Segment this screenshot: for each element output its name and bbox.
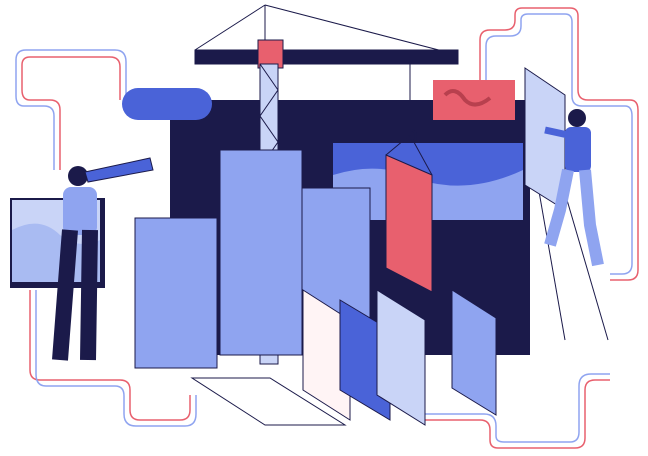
red-grid-panel <box>385 154 433 293</box>
worker-with-telescope <box>52 157 154 361</box>
capsule-device <box>122 88 212 120</box>
red-screen <box>433 80 515 120</box>
telescope-icon <box>84 157 154 183</box>
server-rack-icon <box>134 149 371 369</box>
cable-lines <box>15 7 639 449</box>
floor-panels <box>190 289 497 426</box>
worker-on-ladder <box>544 109 604 267</box>
